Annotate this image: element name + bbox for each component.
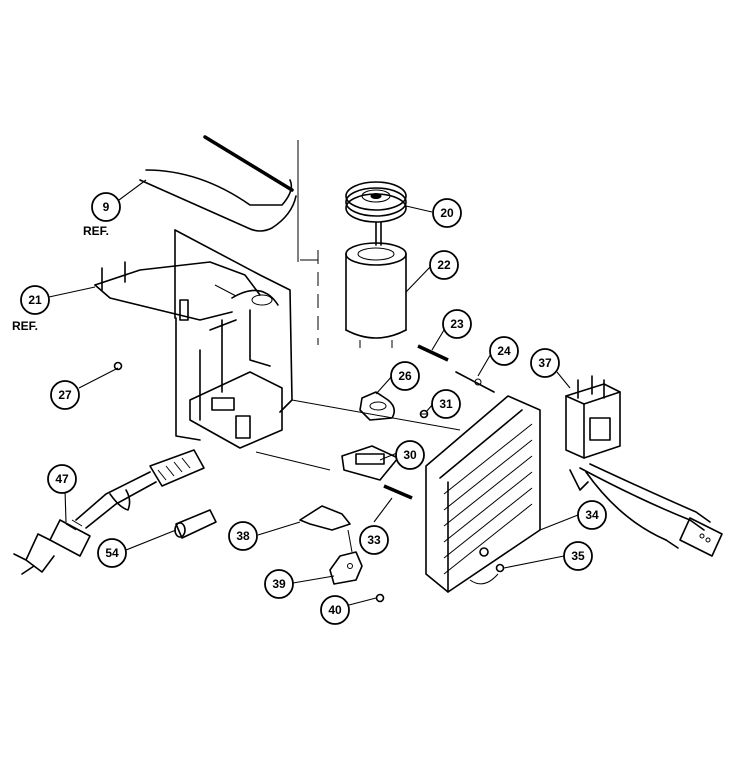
screw-part-27	[113, 361, 123, 371]
callout-30: 30	[395, 440, 425, 470]
callout-34: 34	[577, 500, 607, 530]
callout-38: 38	[228, 521, 258, 551]
callout-54: 54	[97, 538, 127, 568]
callout-21: 21 REF.	[12, 285, 50, 333]
power-cord-part	[13, 449, 205, 575]
callout-34-number: 34	[585, 508, 599, 522]
cord-clamp-part	[299, 505, 351, 531]
callout-33-number: 33	[367, 533, 381, 547]
grille-housing-part	[425, 395, 541, 593]
callout-38-number: 38	[236, 529, 250, 543]
screw-part-40	[375, 593, 385, 603]
callout-20-number: 20	[440, 206, 454, 220]
screw-part-31	[419, 409, 429, 419]
motor-bracket-part	[359, 391, 396, 421]
callout-26-number: 26	[398, 369, 412, 383]
callout-22: 22	[429, 250, 459, 280]
screw-part-35	[495, 563, 505, 573]
callout-27-number: 27	[58, 388, 72, 402]
cover-belt-part	[139, 135, 299, 262]
callout-33: 33	[359, 525, 389, 555]
callout-39-number: 39	[272, 577, 286, 591]
callout-47: 47	[47, 464, 77, 494]
mounting-bracket-part	[329, 529, 363, 585]
callout-9: 9 REF.	[83, 192, 121, 238]
callout-40-number: 40	[328, 603, 342, 617]
callout-9-ref: REF.	[83, 224, 109, 238]
callout-54-number: 54	[105, 546, 119, 560]
callout-35: 35	[563, 541, 593, 571]
shaft-part	[417, 344, 449, 362]
callout-21-ref: REF.	[12, 319, 38, 333]
callout-31: 31	[431, 389, 461, 419]
motor-part	[345, 221, 407, 348]
strain-relief-part	[174, 509, 217, 539]
pulley-part	[345, 181, 407, 223]
switch-lever-part	[341, 445, 399, 481]
chassis-frame-part	[94, 229, 293, 449]
dashed-guide-lines	[255, 250, 461, 471]
callout-40: 40	[320, 595, 350, 625]
callout-9-number: 9	[103, 200, 110, 214]
callout-24: 24	[489, 336, 519, 366]
callout-37-number: 37	[538, 356, 552, 370]
callout-27: 27	[50, 380, 80, 410]
callout-30-number: 30	[403, 448, 417, 462]
callout-26: 26	[390, 361, 420, 391]
callout-23-number: 23	[450, 317, 464, 331]
callout-21-number: 21	[28, 293, 42, 307]
shaft-part-33	[383, 484, 413, 500]
callout-47-number: 47	[55, 472, 69, 486]
callout-23: 23	[442, 309, 472, 339]
callout-31-number: 31	[439, 397, 453, 411]
callout-leaders	[48, 179, 579, 606]
spring-clip-part	[455, 371, 495, 393]
callout-24-number: 24	[497, 344, 511, 358]
callout-35-number: 35	[571, 549, 585, 563]
callout-39: 39	[264, 569, 294, 599]
callout-37: 37	[530, 348, 560, 378]
callout-22-number: 22	[437, 258, 451, 272]
callout-20: 20	[432, 198, 462, 228]
switch-assembly-part	[565, 375, 723, 557]
